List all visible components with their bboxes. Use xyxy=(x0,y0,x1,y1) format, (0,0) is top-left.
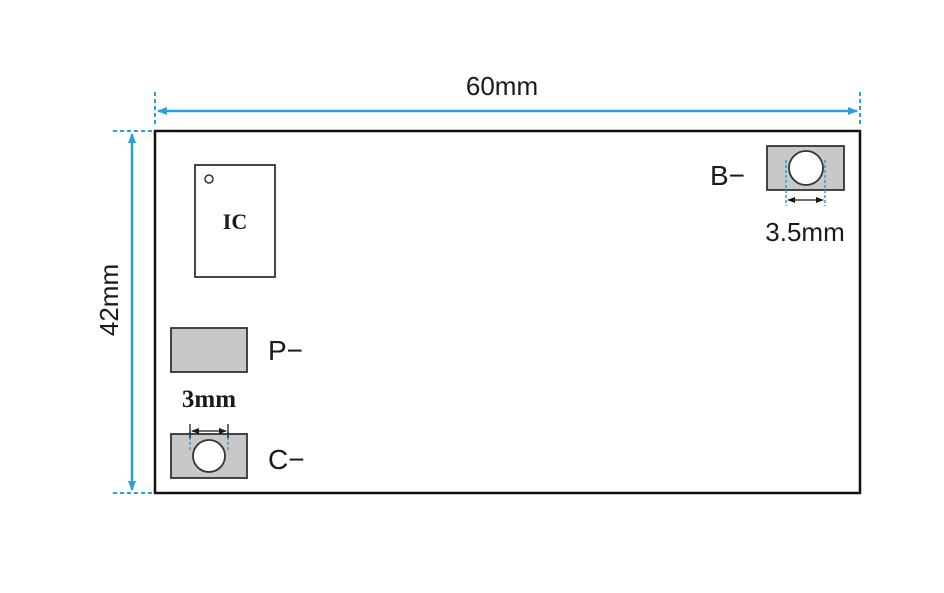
width-dimension-label: 60mm xyxy=(466,71,538,101)
b-hole-dimension-label: 3.5mm xyxy=(765,217,844,247)
ic-chip: IC xyxy=(194,164,276,278)
height-dimension: 42mm xyxy=(94,130,152,494)
b-minus-pad: 3.5mm B− xyxy=(710,145,845,247)
c-minus-label: C− xyxy=(268,444,305,475)
c-minus-pad: 3mm C− xyxy=(170,386,305,479)
ic-label: IC xyxy=(223,209,247,234)
p-minus-pad: P− xyxy=(170,327,303,373)
p-minus-label: P− xyxy=(268,335,303,366)
b-minus-label: B− xyxy=(710,160,745,191)
c-hole-dimension-label: 3mm xyxy=(182,386,236,413)
width-dimension: 60mm xyxy=(154,71,861,124)
height-dimension-label: 42mm xyxy=(94,264,124,336)
